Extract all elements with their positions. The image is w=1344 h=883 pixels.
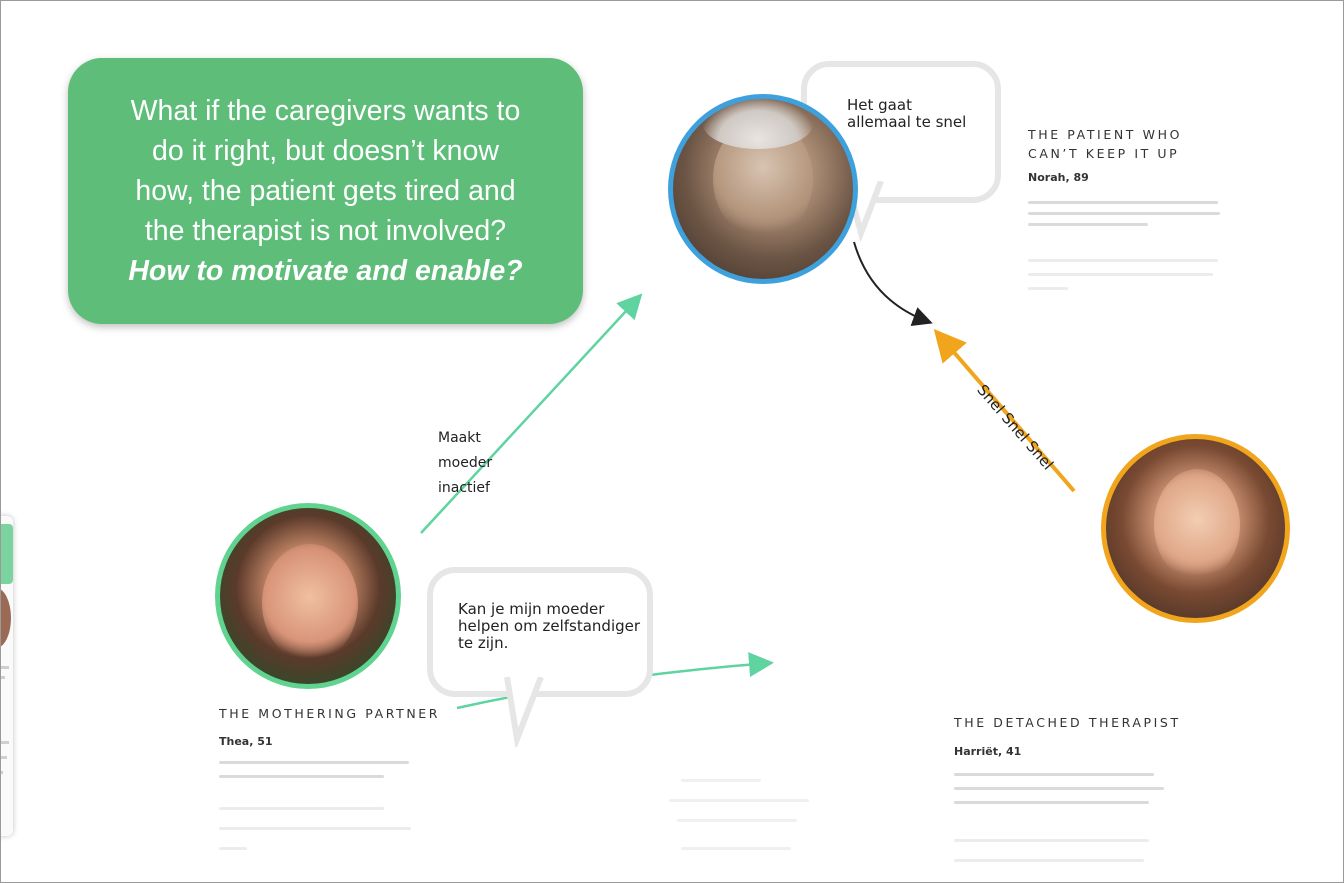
partner-name: Thea, 51 <box>219 735 273 748</box>
question-line: do it right, but doesn’t know <box>152 135 499 167</box>
arrow-therapist-to-patient <box>933 328 1076 493</box>
partner-to-patient-label: Maakt moeder inactief <box>438 430 493 496</box>
partner-quote: Kan je mijn moeder helpen om zelfstandig… <box>458 600 641 652</box>
therapist-title: THE DETACHED THERAPIST <box>954 715 1181 730</box>
question-emphasis: How to motivate and enable? <box>128 255 523 287</box>
therapist-name: Harriët, 41 <box>954 745 1022 758</box>
key-question-box: What if the caregivers wants to do it ri… <box>68 58 583 324</box>
question-line: the therapist is not involved? <box>144 215 507 247</box>
question-line: What if the caregivers wants to <box>130 95 521 127</box>
question-line: how, the patient gets tired and <box>135 175 516 207</box>
bubble-tail <box>504 677 544 747</box>
patient-title: THE PATIENT WHO CAN’T KEEP IT UP <box>1028 127 1183 161</box>
arrow-partner-to-patient <box>420 293 643 534</box>
patient-avatar[interactable] <box>668 94 858 284</box>
therapist-avatar[interactable] <box>1101 434 1290 623</box>
patient-name: Norah, 89 <box>1028 171 1089 184</box>
partner-avatar[interactable] <box>215 503 401 689</box>
partner-title: THE MOTHERING PARTNER <box>219 706 441 721</box>
previous-slide-thumbnail[interactable] <box>1 516 13 836</box>
partner-speech-bubble <box>427 567 653 697</box>
arrow-patient-feedback <box>853 241 933 326</box>
patient-quote: Het gaat allemaal te snel <box>847 96 967 131</box>
